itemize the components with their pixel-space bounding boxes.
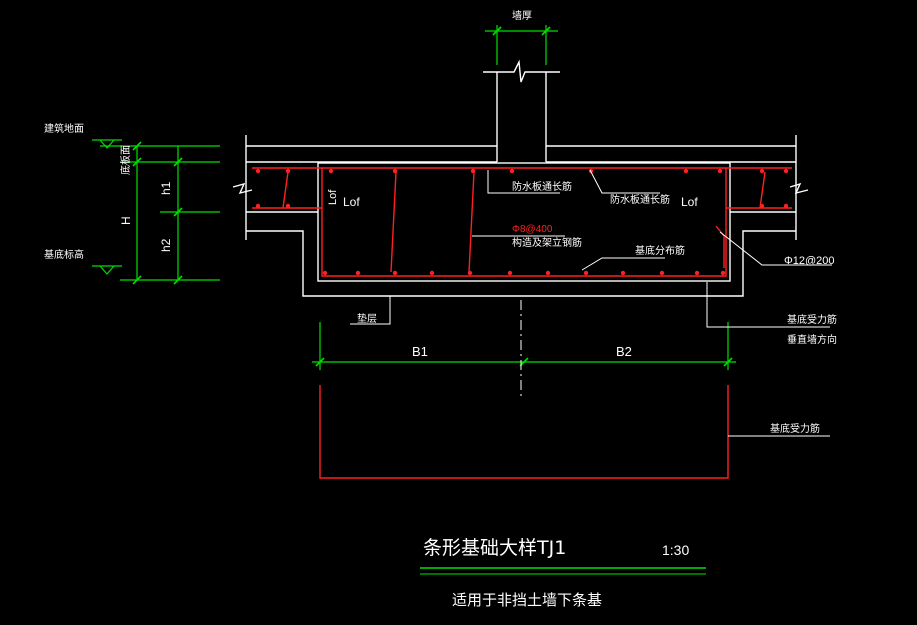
waterproof-bar-label-1: 防水板通长筋	[512, 180, 572, 193]
B1-label: B1	[412, 344, 428, 359]
rebar-spec-red: Φ8@400	[512, 224, 553, 235]
bedding-label: 垫层	[357, 312, 377, 325]
title-main: 条形基础大样TJ1	[423, 537, 566, 559]
bottom-main-bar-elevation	[319, 385, 729, 479]
perpendicular-label: 垂直墙方向	[787, 333, 837, 346]
stirrup-spec-label: Φ12@200	[784, 255, 835, 267]
dimension-ticks	[132, 26, 733, 367]
title-subtitle: 适用于非挡土墙下条基	[452, 591, 602, 609]
title-scale: 1:30	[662, 542, 689, 558]
B2-label: B2	[616, 344, 632, 359]
leader-lines	[350, 169, 832, 437]
slab-top-label: 底板面	[119, 145, 132, 175]
lof-left-label: Lof	[343, 195, 360, 209]
bottom-distribution-bar-label: 基底分布筋	[635, 244, 685, 257]
bottom-main-bar-label: 基底受力筋	[787, 313, 837, 326]
lof-left-vertical: Lof	[327, 189, 339, 205]
h2-label: h2	[159, 238, 173, 252]
rebar-spec-white: 构造及架立钢筋	[512, 236, 582, 249]
ground-level-label: 建筑地面	[44, 122, 84, 135]
H-label: H	[119, 216, 133, 225]
wall-thickness-label: 墙厚	[512, 9, 532, 22]
concrete-outline	[232, 59, 809, 297]
foundation-bottom-label: 基底标高	[44, 248, 84, 261]
rebar-dots	[255, 168, 789, 276]
bottom-main-bar-label-2: 基底受力筋	[770, 422, 820, 435]
h1-label: h1	[159, 181, 173, 195]
lof-right-label: Lof	[681, 195, 698, 209]
waterproof-bar-label-2: 防水板通长筋	[610, 193, 670, 206]
rebar-lines	[252, 167, 792, 277]
